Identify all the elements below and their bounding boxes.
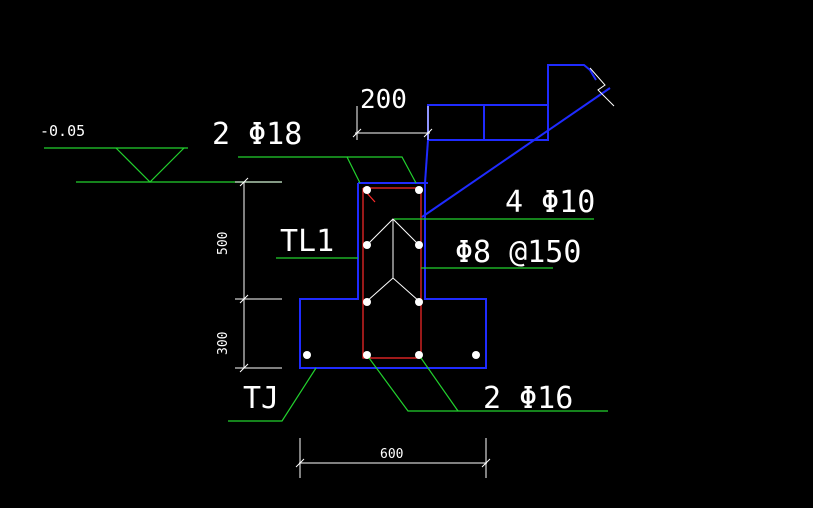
rebar-dot: [363, 241, 371, 249]
rebar-dot: [363, 298, 371, 306]
dim-600-tick: [295, 458, 305, 468]
leader-top-rebar-2: [347, 156, 417, 184]
rebar-dot: [363, 351, 371, 359]
rebar-top-label: 2 Φ18: [212, 117, 302, 152]
rebar-dot: [415, 298, 423, 306]
rebar-dot: [303, 351, 311, 359]
beam-right-top: [424, 139, 429, 184]
stirrup-label: Φ8 @150: [455, 235, 581, 270]
rebar-dot: [363, 186, 371, 194]
foundation-label: TJ: [243, 381, 279, 416]
dim-200-tick: [423, 128, 433, 138]
dim-tick: [239, 363, 249, 373]
beam-label: TL1: [280, 224, 334, 259]
dim-beam-height: 500: [216, 232, 231, 255]
rebar-dot: [415, 351, 423, 359]
stair-slab-line: [421, 87, 611, 218]
rebar-dot: [472, 351, 480, 359]
beam-footing-outline: [299, 183, 487, 369]
dim-foot-height: 300: [216, 332, 231, 355]
leader-bottom-rebar-2: [420, 357, 459, 412]
level-triangle: [115, 147, 185, 183]
stair-break-line: [589, 67, 615, 107]
dim-stair-width: 200: [360, 85, 407, 115]
dim-600-tick: [481, 458, 491, 468]
rebar-dot: [415, 241, 423, 249]
stair-outline: [427, 64, 597, 141]
dim-200-tick: [352, 128, 362, 138]
dim-tick: [239, 294, 249, 304]
level-label: -0.05: [40, 122, 85, 140]
rebar-bottom-label: 2 Φ16: [483, 381, 573, 416]
leader-foundation: [228, 367, 317, 422]
dim-tick: [239, 177, 249, 187]
tie-lower: [365, 277, 421, 303]
dim-foot-width: 600: [380, 447, 403, 462]
leader-bottom-rebar: [368, 357, 608, 412]
stirrup-outline: [362, 187, 422, 359]
leader-top-rebar: [238, 156, 361, 184]
rebar-dot: [415, 186, 423, 194]
rebar-side-label: 4 Φ10: [505, 185, 595, 220]
stair-step-outline: [428, 64, 584, 141]
